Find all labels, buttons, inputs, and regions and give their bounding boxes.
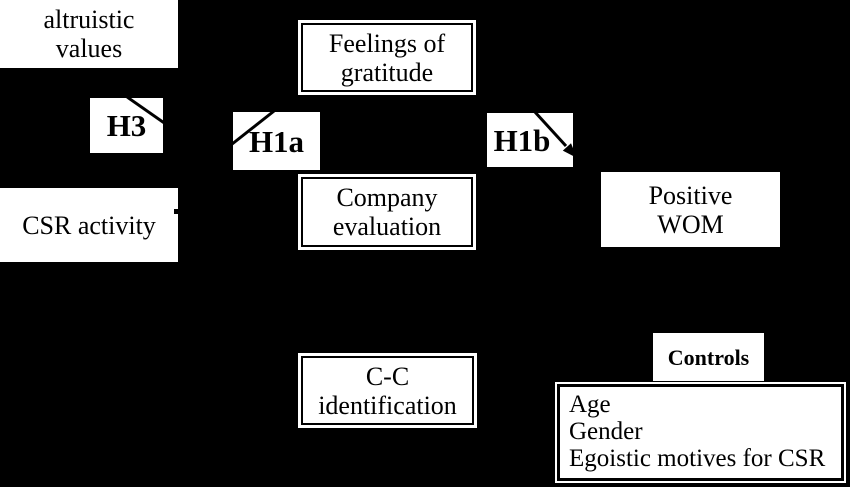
node-company-evaluation-line2: evaluation	[332, 212, 442, 241]
node-positive-wom-line1: Positive	[648, 180, 733, 210]
hypothesis-label-h1b-text: H1b	[493, 122, 551, 158]
node-feelings-of-gratitude-line2: gratitude	[340, 57, 434, 87]
node-feelings-of-gratitude-line1: Feelings of	[328, 28, 446, 58]
controls-header-text: Controls	[667, 344, 750, 370]
node-csr-activity-line1: CSR activity	[22, 210, 156, 240]
control-variable-egoistic-motives: Egoistic motives for CSR	[569, 445, 826, 472]
hypothesis-label-h1b: H1b	[487, 113, 573, 167]
controls-variables-box: Age Gender Egoistic motives for CSR	[555, 382, 846, 483]
control-variable-gender: Gender	[569, 418, 643, 445]
node-feelings-of-gratitude: Feelings of gratitude	[298, 20, 476, 95]
node-cc-identification-line2: identification	[318, 390, 457, 420]
node-cc-identification: C-C identification	[298, 353, 477, 428]
node-csr-activity: CSR activity	[0, 188, 178, 262]
node-company-evaluation: Company evaluation	[298, 174, 476, 250]
controls-header-label: Controls	[653, 333, 764, 381]
node-altruistic-values-line1: altruistic	[43, 5, 135, 34]
node-positive-wom-line2: WOM	[657, 209, 724, 239]
hypothesis-label-h1a: H1a	[233, 112, 320, 170]
node-altruistic-values-line2: values	[55, 34, 123, 63]
hypothesis-label-h1a-text: H1a	[248, 123, 305, 159]
hypothesis-label-h3: H3	[90, 98, 163, 153]
node-company-evaluation-line1: Company	[336, 183, 438, 212]
node-altruistic-values: altruistic values	[0, 0, 178, 68]
hypothesis-label-h3-text: H3	[106, 108, 147, 143]
node-cc-identification-line1: C-C	[365, 361, 410, 391]
node-positive-wom: Positive WOM	[601, 172, 780, 247]
control-variable-age: Age	[569, 391, 611, 418]
